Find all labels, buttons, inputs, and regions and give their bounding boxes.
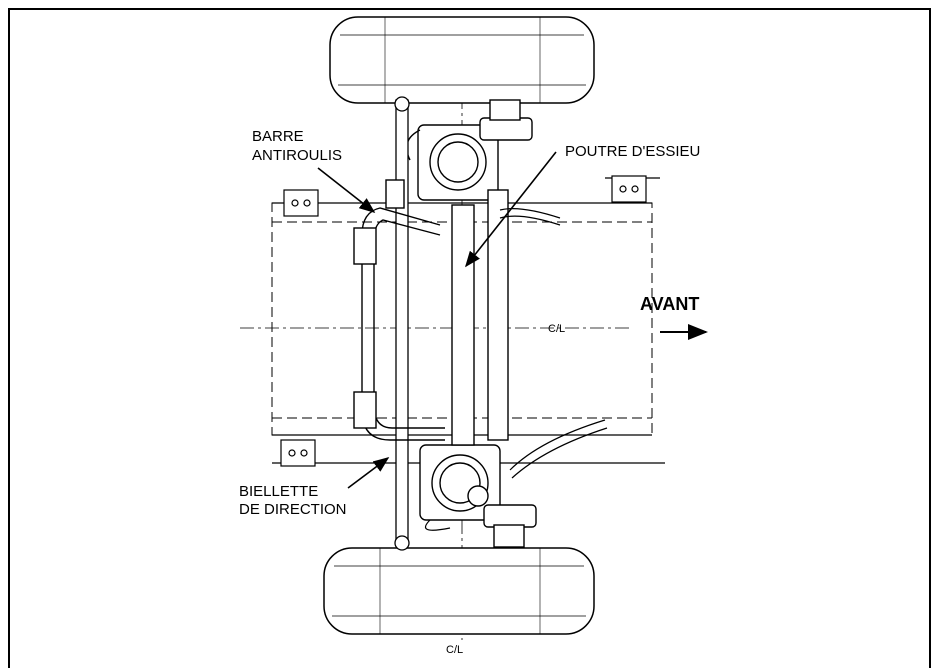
diagram-frame <box>8 8 931 668</box>
callout-arrows <box>317 151 708 489</box>
frame-brackets <box>280 175 647 467</box>
top-hub <box>406 99 533 201</box>
air-hoses <box>425 208 608 531</box>
label-poutre-essieu: POUTRE D'ESSIEU <box>565 143 700 160</box>
label-barre-line2: ANTIROULIS <box>252 147 342 164</box>
steering-link <box>394 96 410 551</box>
centerlines <box>240 20 630 640</box>
bottom-wheel <box>323 547 595 635</box>
centerline-label-vertical: C/L <box>446 644 463 656</box>
label-barre-line1: BARRE <box>252 128 304 145</box>
label-avant: AVANT <box>640 294 699 314</box>
label-biellette-line1: BIELLETTE <box>239 483 318 500</box>
top-wheel <box>329 16 595 104</box>
label-biellette-line2: DE DIRECTION <box>239 501 347 518</box>
bottom-hub <box>419 444 537 548</box>
axle-beam <box>451 189 509 446</box>
centerline-label-horizontal: C/L <box>548 323 565 335</box>
